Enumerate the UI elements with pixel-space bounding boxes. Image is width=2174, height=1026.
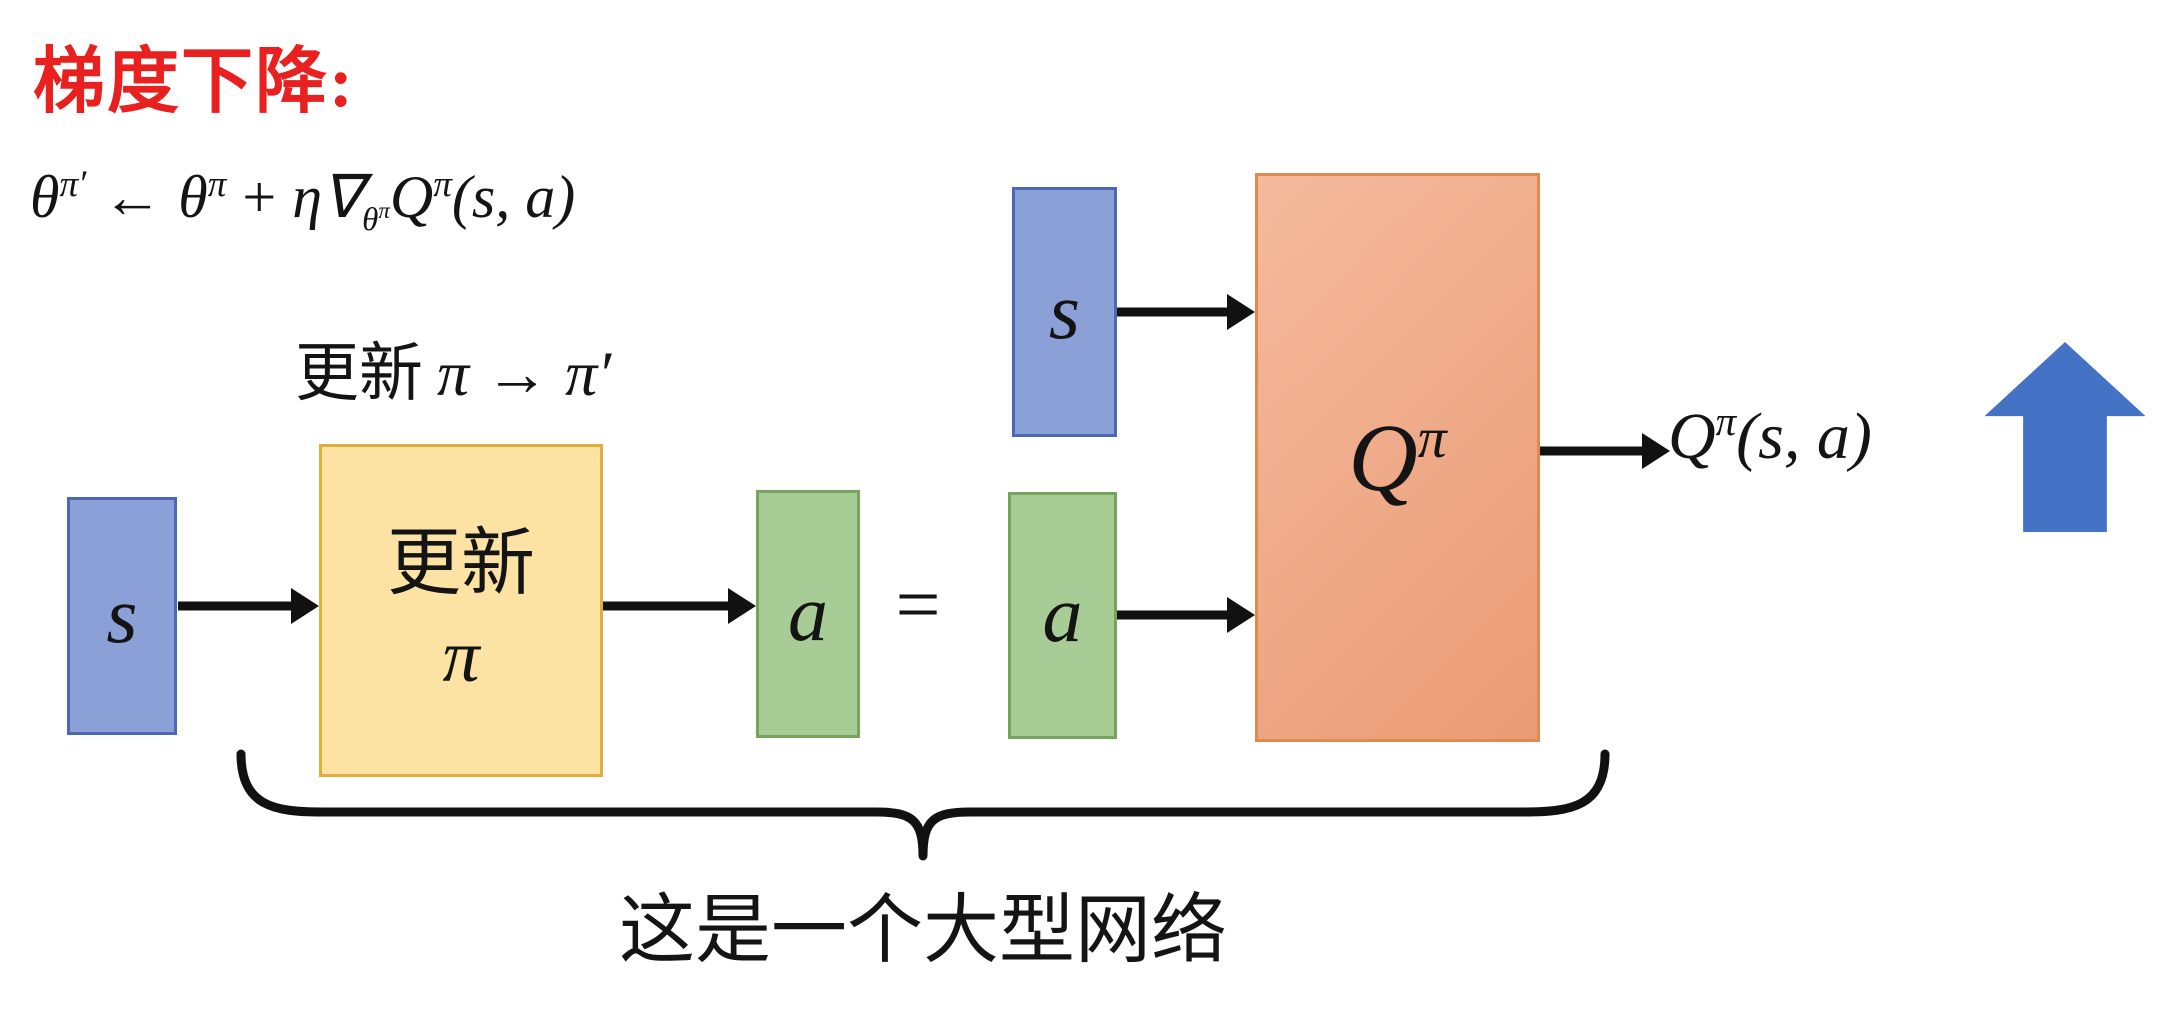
arrow-head-icon	[291, 588, 319, 624]
q-network-box: Qπ	[1255, 173, 1540, 742]
arrow-head-icon	[728, 588, 756, 624]
formula-theta-old: θ	[178, 164, 208, 230]
equals-sign: =	[895, 561, 941, 649]
arrow-shaft	[1117, 610, 1231, 620]
output-base: Q	[1668, 400, 1716, 473]
arrow-action-to-qnet	[1117, 597, 1255, 633]
formula-q: Q	[389, 164, 434, 230]
state-left-label: s	[106, 571, 138, 660]
policy-label-line1: 更新	[387, 523, 535, 605]
arrow-head-icon	[1227, 294, 1255, 330]
q-network-base: Q	[1348, 404, 1418, 511]
arrow-state-to-policy	[178, 588, 319, 624]
action-out-label: a	[788, 569, 828, 658]
action-box-out: a	[756, 490, 860, 738]
state-top-label: s	[1048, 267, 1081, 356]
arrow-shaft	[603, 601, 732, 611]
q-network-sup: π	[1417, 407, 1447, 470]
policy-label-line2: π	[442, 615, 480, 698]
big-network-caption: 这是一个大型网络	[619, 889, 1227, 973]
page-title: 梯度下降:	[33, 42, 355, 122]
q-network-label: Qπ	[1348, 402, 1446, 513]
update-caption-text: 更新	[295, 338, 423, 409]
policy-box-label: 更新 π	[387, 518, 535, 703]
formula-eta-nabla: η∇	[292, 164, 363, 230]
q-value-output-label: Qπ(s, a)	[1668, 398, 1872, 475]
arrow-head-icon	[1227, 597, 1255, 633]
formula-theta-new-sup: π′	[59, 164, 87, 205]
formula-q-sup: π	[433, 164, 452, 205]
arrow-qnet-to-output	[1540, 433, 1670, 469]
state-box-left: s	[67, 497, 177, 735]
policy-box: 更新 π	[319, 444, 603, 777]
arrow-policy-to-action	[603, 588, 756, 624]
underbrace	[236, 749, 1610, 861]
state-box-top: s	[1012, 187, 1117, 437]
arrow-shaft	[1540, 446, 1646, 456]
formula-grad-sub-theta: θ	[362, 202, 379, 238]
formula-theta-old-sup: π	[207, 164, 227, 205]
arrow-shaft	[1117, 307, 1231, 317]
arrow-head-icon	[1642, 433, 1670, 469]
increase-up-arrow-icon	[1984, 342, 2146, 532]
action-box-in: a	[1008, 492, 1117, 739]
formula-grad-subscript: θπ	[362, 197, 390, 238]
formula-q-args: (s, a)	[451, 164, 576, 230]
arrow-shaft	[178, 601, 295, 611]
gradient-formula: θπ′←θπ+η∇θπQπ(s, a)	[30, 162, 575, 239]
formula-plus: +	[242, 164, 277, 230]
action-in-label: a	[1042, 571, 1083, 659]
formula-assign-arrow: ←	[102, 164, 163, 230]
formula-theta-new: θ	[30, 164, 60, 230]
formula-grad-sub-theta-sup: π	[378, 197, 390, 223]
output-sup: π	[1715, 399, 1737, 444]
output-args: (s, a)	[1736, 400, 1872, 473]
update-caption-math: π → π′	[437, 338, 612, 409]
arrow-state-to-qnet	[1117, 294, 1255, 330]
